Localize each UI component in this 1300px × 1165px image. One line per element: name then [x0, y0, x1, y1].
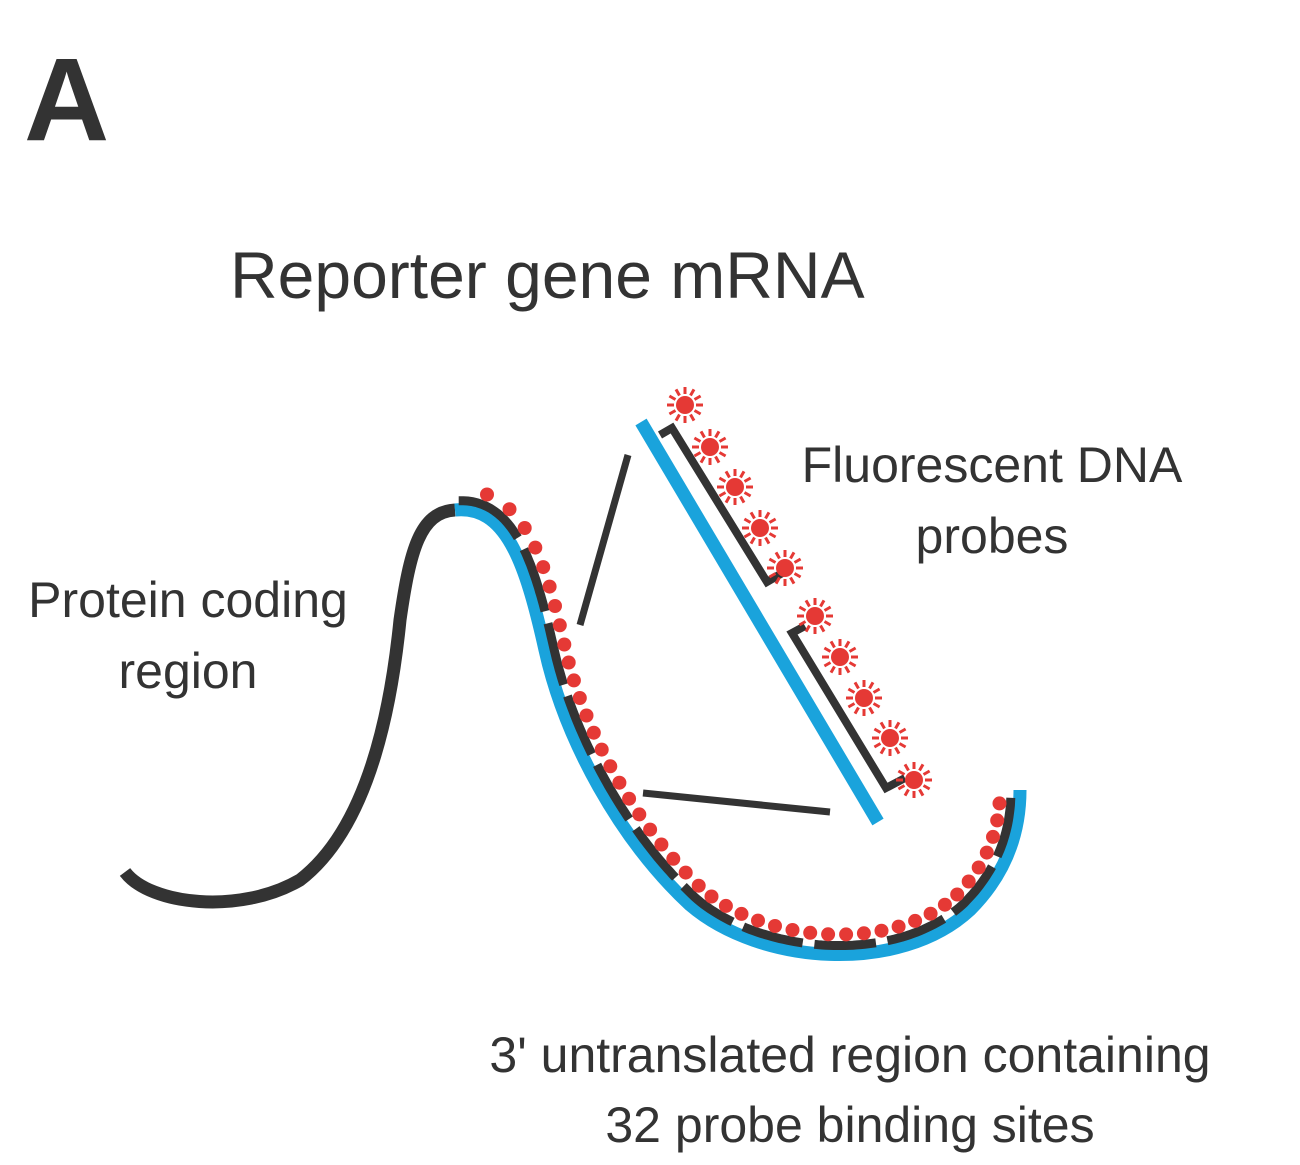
fluorophore-dot [517, 521, 532, 535]
fluorophore-dot [990, 813, 1005, 828]
fluorophore-dot [536, 560, 551, 575]
utr-probe-segment [519, 547, 550, 613]
utr-fluorophore-dots [480, 487, 1007, 942]
fluorophore-dot [986, 829, 1000, 844]
fluorophore-dot [480, 487, 494, 502]
starburst-icon [667, 387, 703, 423]
utr-probe-segment [563, 694, 596, 757]
utr-probe-segment [741, 922, 804, 948]
fluorophore-dot [603, 759, 618, 774]
fluorophore-dot [579, 708, 594, 723]
fluorophore-dot [666, 851, 681, 866]
fluorophore-dot [950, 887, 965, 902]
probes-label-line2: probes [916, 508, 1069, 564]
fluorophore-dot [654, 837, 669, 852]
utr-probe-segment [950, 864, 996, 916]
fluorophore-dot [979, 845, 994, 860]
fluorophore-dot [785, 923, 800, 937]
zoom-connector-lower [642, 789, 831, 816]
fluorophore-dot [561, 655, 576, 670]
fluorophore-dot [528, 540, 543, 555]
utr-probe-segment [813, 938, 877, 950]
fluorophore-dot [594, 742, 609, 757]
starburst-icon [692, 429, 728, 465]
fluorophore-dot [923, 906, 938, 921]
protein-coding-region-strand [119, 503, 456, 909]
starburst-icon [896, 762, 932, 798]
fluorophore-dot [821, 927, 836, 942]
fluorophore-dot [502, 502, 517, 517]
fluorophore-dot [612, 775, 627, 790]
fluorophore-dot [704, 889, 719, 904]
starburst-icon [742, 510, 778, 546]
starburst-icon [846, 680, 882, 716]
starburst-icon [822, 639, 858, 675]
fluorophore-dot [937, 897, 952, 912]
fluorophore-dot [718, 898, 733, 913]
fluorophore-dot [961, 874, 976, 889]
protein-coding-label-line1: Protein coding [28, 572, 348, 628]
fluorophore-dot [971, 860, 986, 875]
fluorophore-dot [768, 919, 782, 933]
fluorophore-dot [678, 865, 693, 880]
zoom-connector-upper [576, 454, 632, 626]
fluorophore-dot [548, 599, 562, 613]
utr-label-line1: 3' untranslated region containing [489, 1027, 1210, 1083]
zoom-fluorophores [667, 387, 932, 798]
utr-probe-segment [543, 622, 568, 687]
zoom-utr-strand [635, 418, 884, 826]
fluorophore-dot [891, 919, 906, 934]
panel-label: A [24, 34, 109, 166]
diagram-title: Reporter gene mRNA [230, 238, 865, 312]
utr-region-strand [454, 503, 1027, 962]
fluorophore-dot [992, 796, 1007, 811]
utr-probe-segment [593, 762, 633, 822]
starburst-icon [767, 550, 803, 586]
fluorophore-dot [572, 691, 587, 705]
protein-coding-label-line2: region [119, 643, 258, 699]
fluorophore-dot [803, 925, 818, 940]
utr-probe-segment [993, 797, 1016, 859]
zoom-probe-backbone-lower [786, 622, 907, 794]
fluorophore-dot [734, 906, 749, 921]
fluorophore-dot [632, 807, 647, 822]
fluorophore-dot [908, 913, 923, 928]
fluorophore-dot [542, 579, 557, 594]
fluorophore-dot [856, 926, 871, 941]
fluorophore-dot [874, 923, 889, 938]
fluorophore-dot [557, 637, 572, 652]
utr-probe-backbones [458, 496, 1016, 950]
utr-probe-segment [886, 914, 947, 946]
fluorophore-dot [622, 791, 637, 806]
utr-probe-segment [458, 496, 522, 541]
starburst-icon [872, 720, 908, 756]
probes-label-line1: Fluorescent DNA [802, 437, 1183, 493]
fluorophore-dot [839, 927, 854, 942]
zoom-probe-backbone-upper [657, 422, 787, 588]
fluorophore-dot [552, 618, 567, 633]
starburst-icon [797, 598, 833, 634]
utr-label-line2: 32 probe binding sites [605, 1097, 1094, 1153]
utr-probe-segment [632, 826, 679, 881]
starburst-icon [717, 469, 753, 505]
fluorophore-dot [751, 913, 765, 928]
fluorophore-dot [586, 725, 601, 740]
fluorophore-dot [643, 822, 658, 837]
fluorophore-dot [566, 673, 581, 688]
fluorophore-dot [691, 878, 706, 893]
utr-probe-segment [680, 883, 735, 926]
